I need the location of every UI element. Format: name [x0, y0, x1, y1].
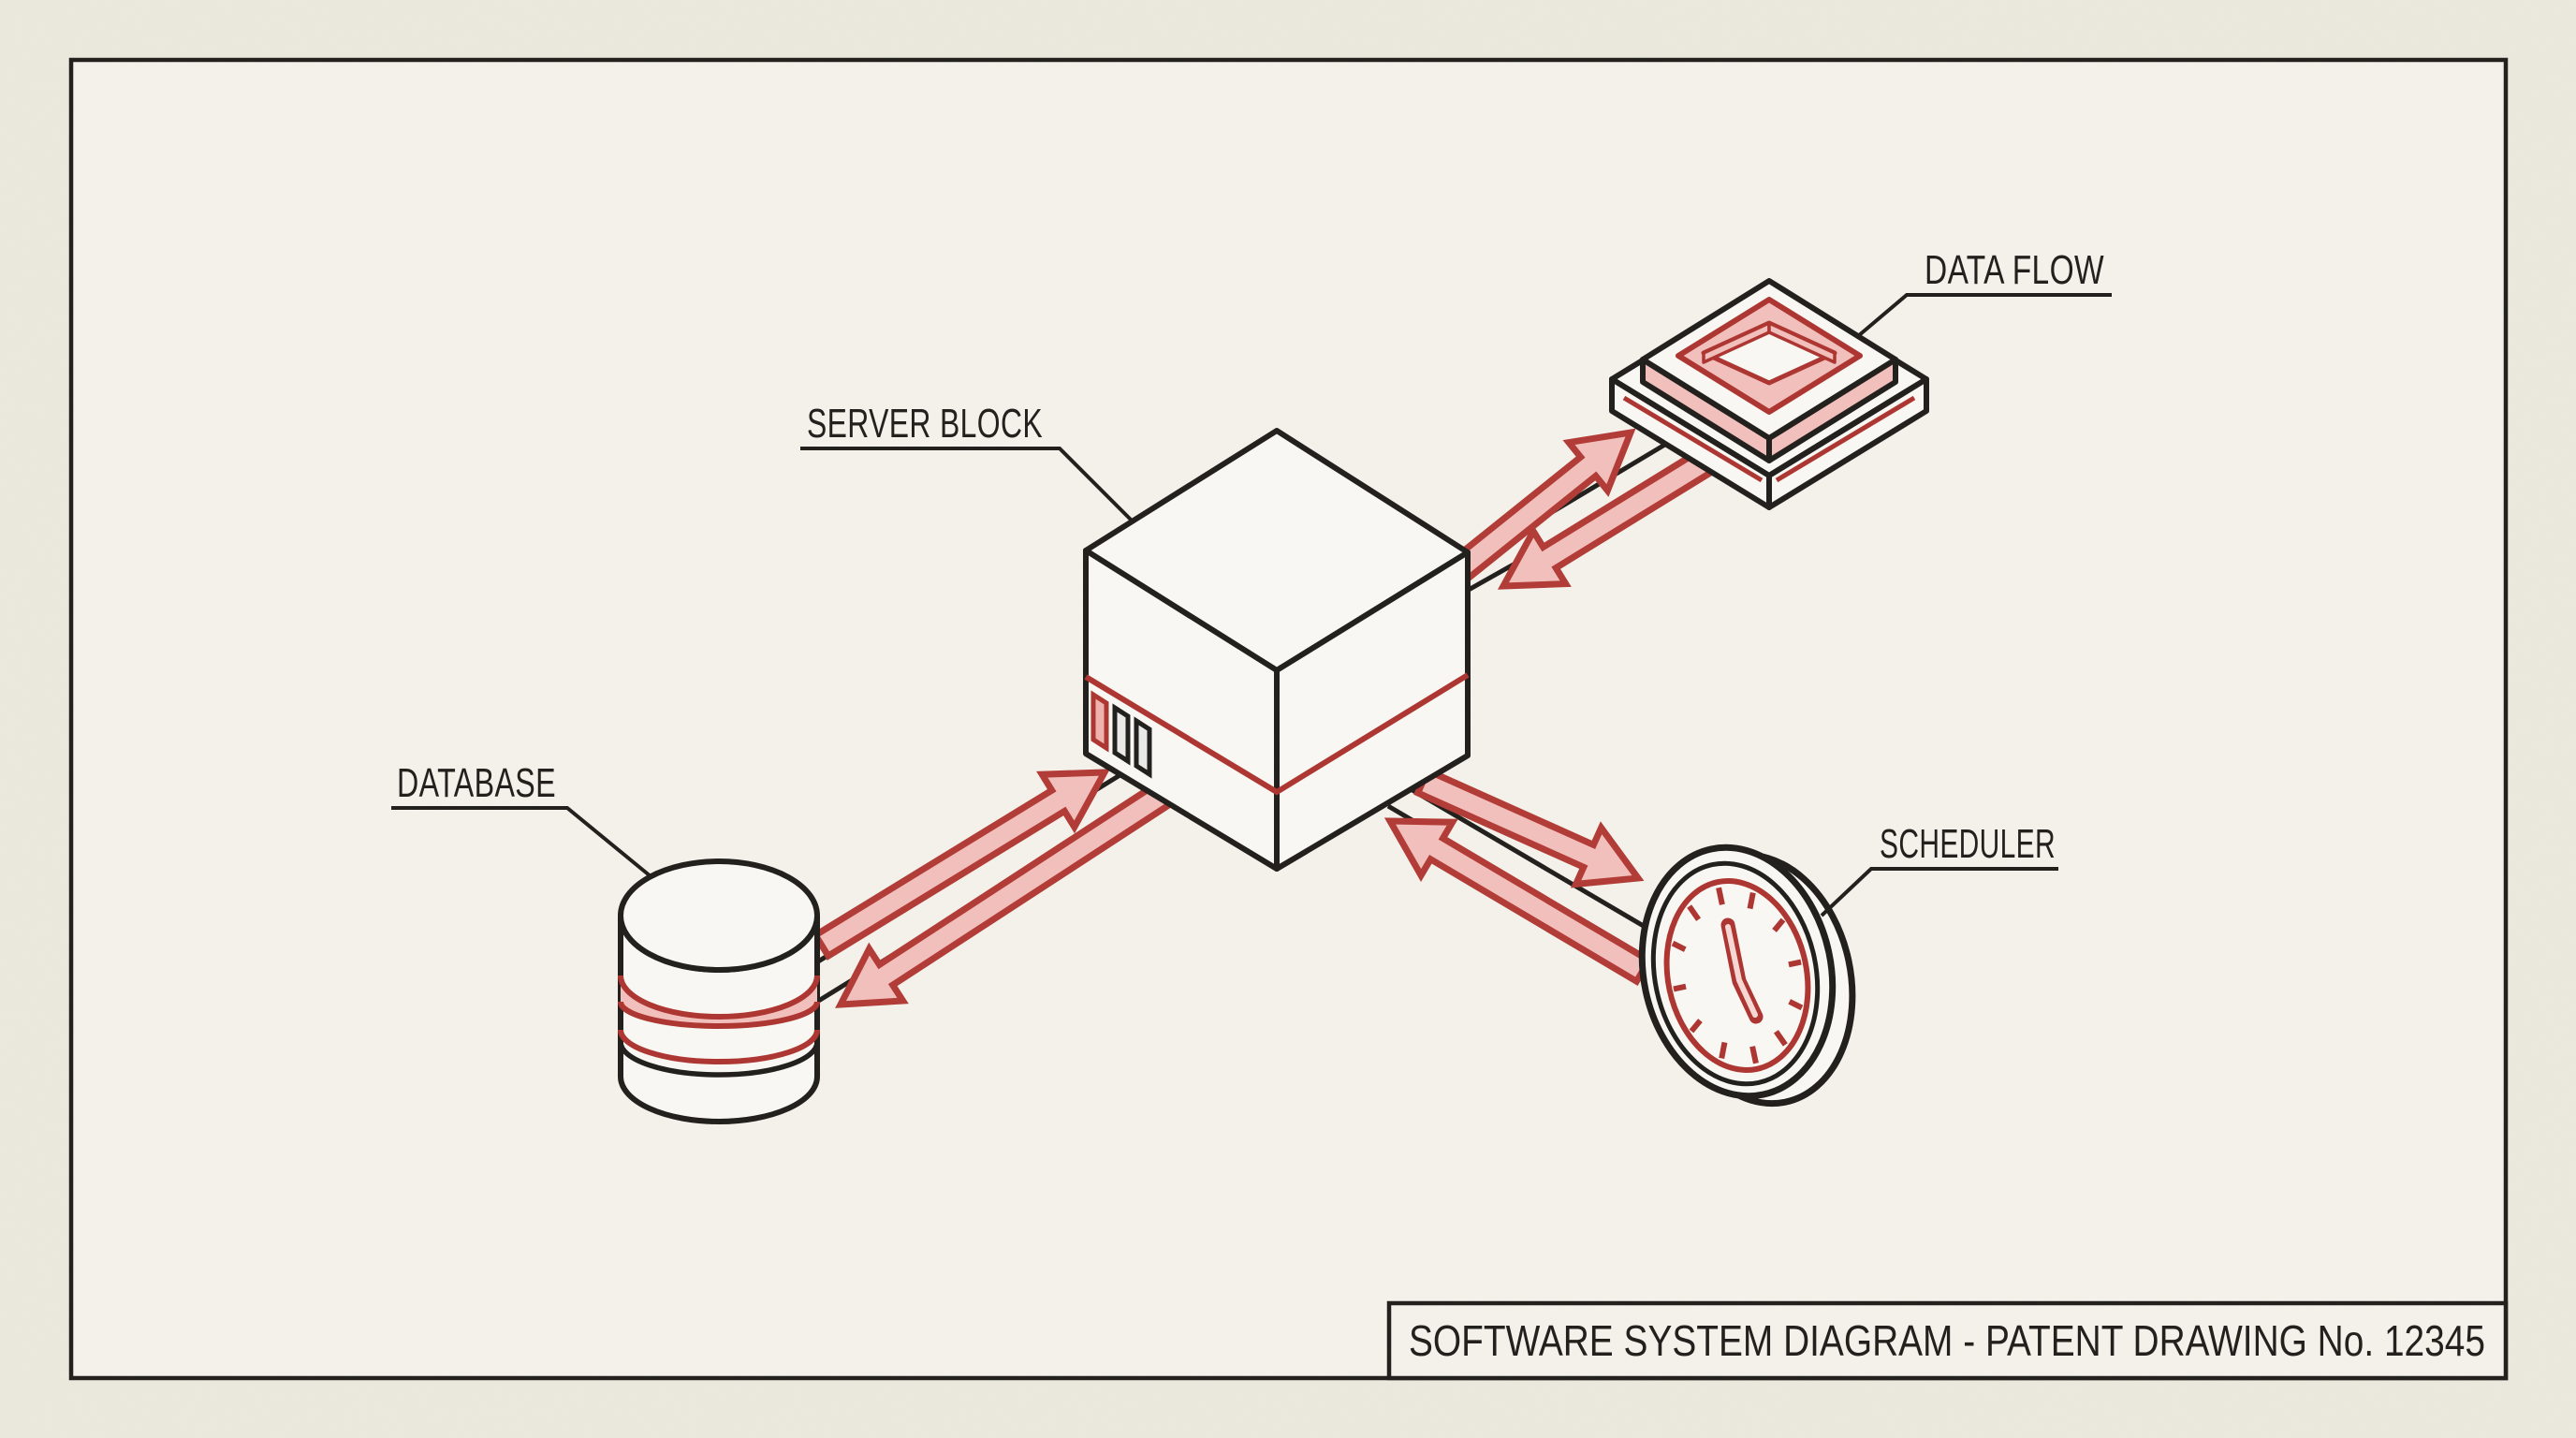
title-block: SOFTWARE SYSTEM DIAGRAM - PATENT DRAWING…: [1386, 1300, 2509, 1381]
database-label: DATABASE: [397, 760, 556, 806]
server-vent-slot: [1112, 703, 1131, 766]
scheduler-label: SCHEDULER: [1880, 821, 2056, 867]
title-block-text: SOFTWARE SYSTEM DIAGRAM - PATENT DRAWING…: [1409, 1316, 2485, 1365]
data-flow-label: DATA FLOW: [1925, 247, 2104, 293]
server-block-label: SERVER BLOCK: [807, 401, 1043, 447]
server-vent-led: [1090, 690, 1109, 753]
database-top-face: [618, 858, 820, 973]
database-cylinder: [618, 858, 820, 1124]
server-vent-slot: [1134, 716, 1152, 779]
